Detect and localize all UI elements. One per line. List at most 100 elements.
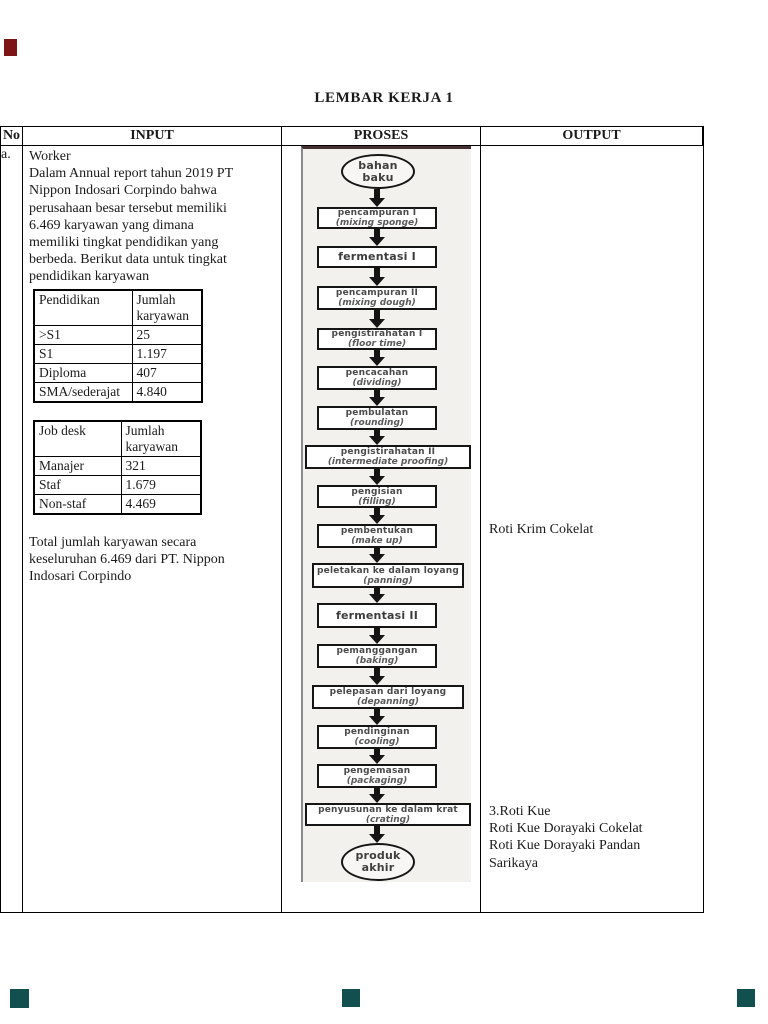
flow-step-label: pencampuran II — [335, 288, 419, 298]
flow-step-sublabel: (packaging) — [346, 776, 408, 786]
flow-step-label: pembentukan — [340, 526, 414, 536]
page-title: LEMBAR KERJA 1 — [314, 90, 454, 106]
table-header-cell: Jumlah karyawan — [120, 420, 202, 457]
text-line: Sarikaya — [489, 855, 538, 871]
flow-step-label: pengistirahatan II — [340, 447, 436, 457]
output-item-roti-krim: Roti Krim Cokelat — [489, 522, 594, 537]
table-cell: 1.197 — [131, 343, 203, 364]
flow-step: pelepasan dari loyang(depanning) — [312, 685, 464, 709]
text-line: memiliki tingkat pendidikan yang — [29, 235, 219, 251]
col-header-output: OUTPUT — [481, 127, 703, 146]
flow-step-sublabel: (baking) — [355, 656, 399, 666]
flow-step-sublabel: (cooling) — [354, 737, 400, 747]
page-edge-artifact-teal-left — [10, 989, 29, 1008]
flow-step-sublabel: (mixing sponge) — [335, 218, 419, 228]
flow-arrow-down-icon — [303, 508, 473, 524]
flow-arrow-down-icon — [303, 268, 473, 286]
flow-step-sublabel: (floor time) — [347, 339, 407, 349]
flow-step: pengistirahatan I(floor time) — [317, 328, 437, 350]
flow-step-label: peletakan ke dalam loyang — [317, 565, 459, 576]
table-cell: >S1 — [33, 324, 133, 345]
flow-step: pembulatan(rounding) — [317, 406, 437, 430]
text-line: Roti Kue Dorayaki Cokelat — [489, 821, 643, 837]
flow-step: pencampuran II(mixing dough) — [317, 286, 437, 310]
flow-arrow-down-icon — [303, 749, 473, 764]
text-line: 6.469 karyawan yang dimana — [29, 217, 194, 233]
flow-arrow-down-icon — [303, 310, 473, 328]
flow-step-label: pemanggangan — [336, 646, 418, 656]
table-cell: Non-staf — [33, 493, 122, 515]
text-line: pendidikan karyawan — [29, 269, 150, 285]
flow-arrow-down-icon — [303, 826, 473, 843]
table-cell: 407 — [131, 362, 203, 383]
text-line: 3.Roti Kue — [489, 804, 551, 819]
table-header-cell: Pendidikan — [33, 289, 133, 326]
flow-step: pembentukan(make up) — [317, 524, 437, 548]
text-line: Dalam Annual report tahun 2019 PT — [29, 166, 234, 182]
proses-cell: bahan baku pencampuran I(mixing sponge) fe… — [282, 146, 481, 912]
text-line: perusahaan besar tersebut memiliki — [29, 200, 227, 216]
table-cell: Staf — [33, 474, 122, 495]
flow-arrow-down-icon — [303, 350, 473, 366]
no-cell: a. — [1, 146, 23, 912]
flow-arrow-down-icon — [303, 588, 473, 603]
flow-step: peletakan ke dalam loyang(panning) — [312, 563, 464, 588]
flow-step-label: pengistirahatan I — [331, 329, 423, 339]
col-header-input: INPUT — [23, 127, 282, 146]
page-edge-artifact-red — [4, 39, 17, 56]
flow-step-label: pencacahan — [345, 368, 409, 378]
flow-arrow-down-icon — [303, 788, 473, 803]
flow-arrow-down-icon — [303, 548, 473, 563]
flow-step: fermentasi II — [317, 603, 437, 628]
text-line: berbeda. Berikut data untuk tingkat — [29, 252, 227, 268]
table-cell: Diploma — [33, 362, 133, 383]
flow-step-label: produk akhir — [355, 849, 401, 874]
flow-step-sublabel: (intermediate proofing) — [327, 457, 449, 467]
flow-step-label: penyusunan ke dalam krat — [318, 804, 458, 815]
flow-step: pencampuran I(mixing sponge) — [317, 207, 437, 229]
flow-step-label: bahan baku — [358, 158, 398, 184]
text-line: Total jumlah karyawan secara — [29, 534, 197, 550]
flow-terminal: bahan baku — [341, 154, 415, 189]
flow-step-label: pengisian — [351, 486, 403, 497]
page-edge-artifact-teal-right — [737, 989, 755, 1007]
flow-step-sublabel: (make up) — [351, 536, 403, 546]
table-cell: 1.679 — [120, 474, 202, 495]
process-flowchart: bahan baku pencampuran I(mixing sponge) fe… — [301, 146, 471, 882]
table-cell: S1 — [33, 343, 133, 364]
flow-step: pencacahan(dividing) — [317, 366, 437, 390]
flow-step-label: pembulatan — [345, 408, 409, 418]
flow-step-label: pencampuran I — [337, 208, 417, 218]
flow-step: pendinginan(cooling) — [317, 725, 437, 749]
flow-step: pengemasan(packaging) — [317, 764, 437, 788]
flow-step-sublabel: (mixing dough) — [338, 298, 416, 308]
flow-arrow-down-icon — [303, 229, 473, 246]
table-cell: 4.840 — [131, 381, 203, 403]
flow-arrow-down-icon — [303, 430, 473, 445]
flow-step-label: fermentasi I — [338, 250, 416, 263]
flow-step-sublabel: (dividing) — [352, 378, 402, 388]
col-header-proses: PROSES — [282, 127, 481, 146]
flow-arrow-down-icon — [303, 390, 473, 406]
flow-arrow-down-icon — [303, 469, 473, 485]
flow-step-label: pelepasan dari loyang — [329, 687, 447, 697]
flow-step: pemanggangan(baking) — [317, 644, 437, 668]
table-header-cell: Jumlah karyawan — [131, 289, 203, 326]
flow-step-label: fermentasi II — [335, 608, 419, 622]
text-line: Roti Kue Dorayaki Pandan — [489, 838, 641, 854]
flow-terminal: produk akhir — [341, 843, 415, 881]
flow-step: penyusunan ke dalam krat(crating) — [305, 803, 471, 826]
table-cell: 25 — [131, 324, 203, 345]
flow-step: pengisian(filling) — [317, 485, 437, 508]
